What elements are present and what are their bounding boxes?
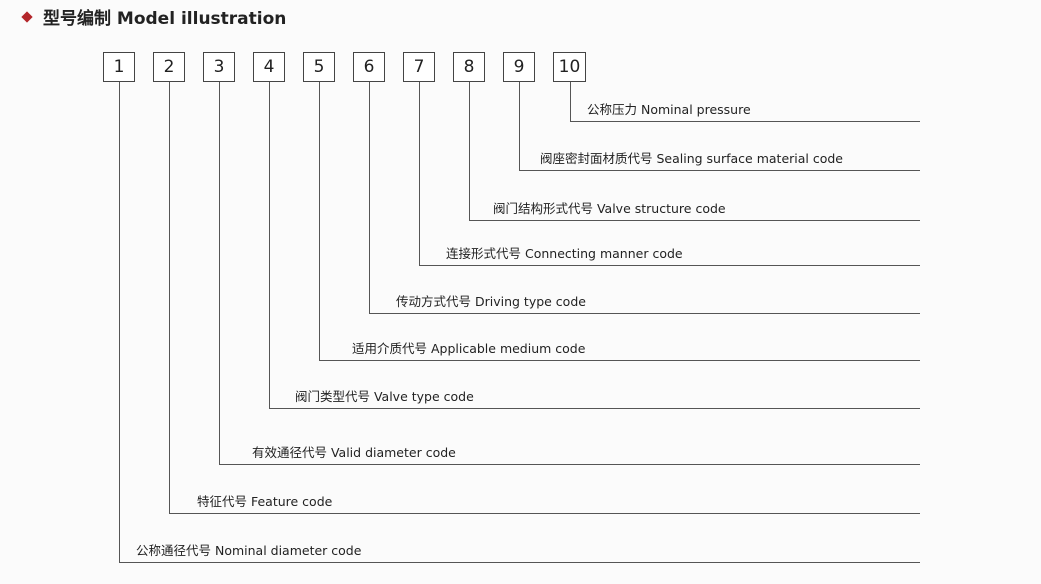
connector-vertical-10 (570, 82, 571, 121)
connector-horizontal-3 (219, 464, 920, 465)
code-label-1: 公称通径代号 Nominal diameter code (136, 543, 362, 558)
connector-horizontal-1 (119, 562, 920, 563)
code-box-2: 2 (153, 52, 185, 82)
connector-horizontal-6 (369, 313, 920, 314)
code-label-2: 特征代号 Feature code (197, 494, 333, 509)
code-box-3: 3 (203, 52, 235, 82)
section-title: 型号编制 Model illustration (21, 4, 287, 29)
code-label-10: 公称压力 Nominal pressure (587, 102, 751, 117)
code-box-8: 8 (453, 52, 485, 82)
code-label-3: 有效通径代号 Valid diameter code (252, 445, 456, 460)
connector-vertical-3 (219, 82, 220, 464)
connector-horizontal-10 (570, 121, 920, 122)
code-box-4: 4 (253, 52, 285, 82)
connector-horizontal-4 (269, 408, 920, 409)
code-box-6: 6 (353, 52, 385, 82)
connector-vertical-8 (469, 82, 470, 220)
code-label-7: 连接形式代号 Connecting manner code (446, 246, 683, 261)
code-label-8: 阀门结构形式代号 Valve structure code (493, 201, 726, 216)
code-label-9: 阀座密封面材质代号 Sealing surface material code (540, 151, 843, 166)
connector-horizontal-7 (419, 265, 920, 266)
code-box-10: 10 (553, 52, 586, 82)
connector-horizontal-8 (469, 220, 920, 221)
code-label-5: 适用介质代号 Applicable medium code (352, 341, 586, 356)
connector-vertical-1 (119, 82, 120, 562)
connector-vertical-9 (519, 82, 520, 170)
code-label-6: 传动方式代号 Driving type code (396, 294, 586, 309)
diamond-bullet-icon (21, 10, 33, 23)
code-box-5: 5 (303, 52, 335, 82)
section-title-text: 型号编制 Model illustration (43, 9, 287, 29)
connector-vertical-7 (419, 82, 420, 265)
connector-horizontal-5 (319, 360, 920, 361)
connector-vertical-6 (369, 82, 370, 313)
code-label-4: 阀门类型代号 Valve type code (295, 389, 474, 404)
connector-vertical-5 (319, 82, 320, 360)
connector-vertical-4 (269, 82, 270, 408)
connector-horizontal-2 (169, 513, 920, 514)
connector-vertical-2 (169, 82, 170, 513)
code-box-1: 1 (103, 52, 135, 82)
code-box-9: 9 (503, 52, 535, 82)
code-box-7: 7 (403, 52, 435, 82)
connector-horizontal-9 (519, 170, 920, 171)
